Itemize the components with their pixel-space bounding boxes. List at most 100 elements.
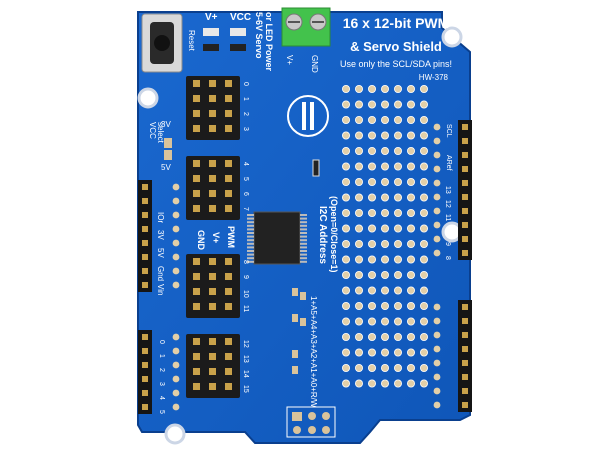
proto-pad [393, 348, 402, 357]
board-subtitle: Use only the SCL/SDA pins! [340, 59, 452, 69]
proto-pad [354, 301, 363, 310]
proto-pad [341, 193, 350, 202]
servo-header-block[interactable] [186, 334, 240, 398]
resistor [203, 44, 219, 51]
jumper-pad[interactable] [292, 366, 298, 374]
proto-pad [367, 255, 376, 264]
proto-pad [380, 332, 389, 341]
proto-pad [354, 332, 363, 341]
servo-channel-label: 9 [242, 275, 249, 279]
proto-pad [341, 100, 350, 109]
proto-pad [354, 224, 363, 233]
proto-pad [367, 348, 376, 357]
servo-header-block[interactable] [186, 76, 240, 140]
proto-pad [406, 301, 415, 310]
power-pin-label: Vin [156, 284, 165, 295]
digital-pin-label: 11 [444, 214, 451, 221]
proto-pad [380, 116, 389, 125]
proto-pad [354, 146, 363, 155]
servo-header-block[interactable] [186, 254, 240, 318]
proto-pad [367, 363, 376, 372]
address-jumper-pads [292, 288, 306, 374]
mounting-hole [137, 87, 159, 109]
proto-pad [354, 379, 363, 388]
jumper-pad[interactable] [292, 288, 298, 296]
proto-pad [341, 146, 350, 155]
proto-pad [341, 131, 350, 140]
proto-pad [406, 146, 415, 155]
aref-label: ARef [445, 155, 452, 171]
jumper-pad[interactable] [292, 350, 298, 358]
proto-pad [380, 100, 389, 109]
board-model: HW-378 [419, 73, 449, 82]
i2c-address-line1: I2C Address [317, 206, 328, 264]
proto-pad [341, 162, 350, 171]
proto-pad [406, 177, 415, 186]
proto-pad [393, 286, 402, 295]
mounting-hole [441, 26, 463, 48]
analog-pin-label: 4 [158, 396, 165, 400]
proto-pad [380, 177, 389, 186]
proto-pad [419, 239, 428, 248]
proto-pad [341, 301, 350, 310]
proto-pad [380, 85, 389, 94]
proto-pad [354, 317, 363, 326]
resistor [230, 44, 246, 51]
arduino-power-header [138, 180, 180, 292]
proto-pad [406, 131, 415, 140]
proto-pad [354, 177, 363, 186]
vcc-label: VCC [230, 12, 251, 23]
arduino-digital-header-lower [433, 300, 472, 412]
servo-channel-label: 3 [242, 127, 249, 131]
proto-pad [341, 317, 350, 326]
proto-pad [393, 363, 402, 372]
proto-pad [341, 177, 350, 186]
vplus-label: V+ [205, 12, 218, 23]
proto-pad [393, 239, 402, 248]
proto-pad [419, 177, 428, 186]
proto-pad [380, 146, 389, 155]
proto-pad [367, 286, 376, 295]
vcc-select-line1: VCC [148, 122, 157, 139]
proto-pad [380, 301, 389, 310]
pwm-driver-chip [247, 211, 307, 265]
reset-button[interactable] [141, 13, 183, 73]
proto-pad [393, 85, 402, 94]
proto-pad [406, 116, 415, 125]
v3-label: 3V [161, 120, 171, 129]
proto-pad [341, 286, 350, 295]
proto-pad [419, 379, 428, 388]
jumper-pad[interactable] [300, 292, 306, 300]
proto-pad [354, 193, 363, 202]
proto-pad [393, 332, 402, 341]
proto-pad [419, 116, 428, 125]
proto-pad [341, 348, 350, 357]
proto-pad [406, 379, 415, 388]
proto-pad [367, 239, 376, 248]
proto-pad [393, 177, 402, 186]
vcc-select-jumper[interactable] [164, 138, 172, 160]
servo-channel-label: 13 [242, 355, 249, 363]
proto-pad [380, 379, 389, 388]
proto-pad [354, 131, 363, 140]
power-pin-label: 3V [156, 230, 165, 240]
proto-pad [393, 301, 402, 310]
proto-pad [406, 317, 415, 326]
proto-pad [406, 100, 415, 109]
power-terminal-block[interactable] [281, 7, 331, 47]
proto-pad [419, 146, 428, 155]
proto-pad [341, 85, 350, 94]
proto-pad [406, 332, 415, 341]
proto-pad [367, 146, 376, 155]
proto-pad [367, 177, 376, 186]
servo-channel-label: 12 [242, 340, 249, 348]
servo-header-block[interactable] [186, 156, 240, 220]
proto-pad [367, 116, 376, 125]
proto-pad [380, 239, 389, 248]
proto-pad [354, 116, 363, 125]
jumper-pad[interactable] [292, 314, 298, 322]
digital-pin-label: 13 [444, 186, 451, 194]
jumper-pad[interactable] [300, 318, 306, 326]
proto-pad [393, 162, 402, 171]
proto-pad [367, 332, 376, 341]
